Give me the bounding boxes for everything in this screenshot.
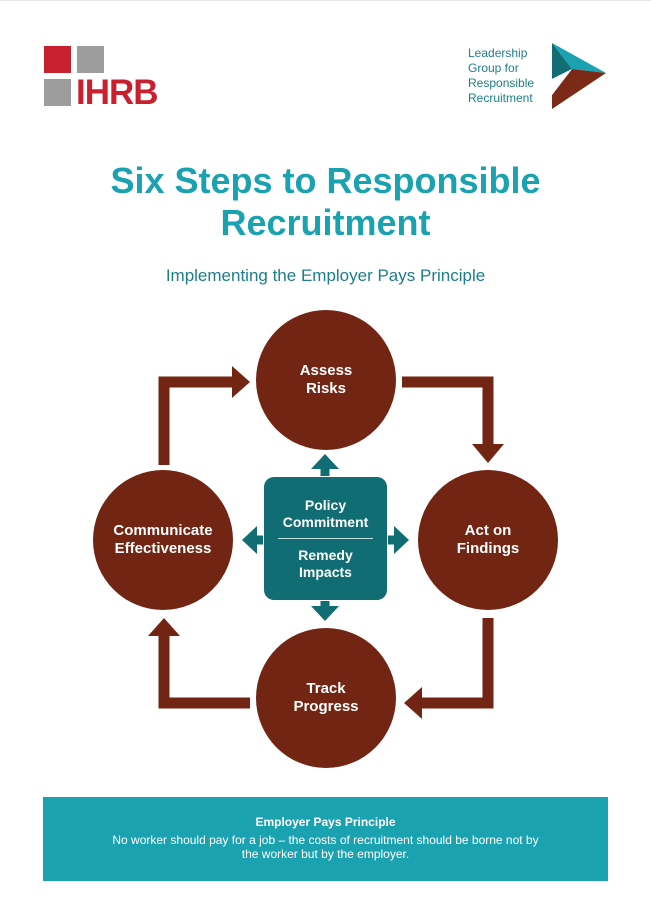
step-communicate-effectiveness: Communicate Effectiveness bbox=[93, 470, 233, 610]
step-label: Assess Risks bbox=[299, 362, 353, 397]
center-arrowhead-right-icon bbox=[394, 526, 409, 554]
banner-body: No worker should pay for a job – the cos… bbox=[112, 833, 539, 861]
step-assess-risks: Assess Risks bbox=[256, 310, 396, 450]
partner-logo-line: Leadership bbox=[468, 46, 528, 60]
logo-square-grey-lower bbox=[44, 79, 71, 106]
banner-title: Employer Pays Principle bbox=[255, 815, 396, 829]
arrowhead-right-icon bbox=[232, 366, 250, 398]
step-label: Act on Findings bbox=[456, 522, 520, 557]
ihrb-logo-text: IHRB bbox=[76, 73, 159, 112]
arrowhead-down-icon bbox=[472, 444, 504, 463]
page-subtitle: Implementing the Employer Pays Principle bbox=[165, 266, 486, 285]
partner-logo-line: Recruitment bbox=[468, 91, 533, 105]
center-policy-commitment: Policy Commitment bbox=[282, 497, 369, 530]
ihrb-logo: IHRB bbox=[44, 46, 159, 112]
partner-logo-text: Leadership Group for Responsible Recruit… bbox=[468, 46, 558, 106]
arrowhead-up-icon bbox=[148, 618, 180, 636]
arrow-assess-to-act bbox=[402, 376, 494, 448]
logo-square-red bbox=[44, 46, 71, 73]
step-label: Track Progress bbox=[293, 680, 359, 715]
arrow-act-to-track bbox=[420, 618, 494, 709]
page-title: Six Steps to Responsible Recruitment bbox=[0, 160, 651, 244]
page-title-text: Six Steps to Responsible Recruitment bbox=[110, 160, 541, 243]
center-arrowhead-left-icon bbox=[242, 526, 257, 554]
step-act-on-findings: Act on Findings bbox=[418, 470, 558, 610]
center-divider bbox=[278, 538, 373, 539]
partner-logo-line: Responsible bbox=[468, 76, 535, 90]
six-steps-diagram: Assess Risks Act on Findings Track Progr… bbox=[0, 300, 651, 780]
arrow-track-to-communicate bbox=[158, 634, 250, 709]
step-track-progress: Track Progress bbox=[256, 628, 396, 768]
center-arrowhead-up-icon bbox=[311, 454, 339, 469]
cycle-arrows bbox=[148, 366, 504, 719]
step-label: Communicate Effectiveness bbox=[113, 522, 213, 557]
top-border bbox=[0, 0, 651, 1]
arrow-communicate-to-assess bbox=[158, 376, 236, 465]
center-remedy-impacts: Remedy Impacts bbox=[298, 547, 353, 580]
center-box: Policy Commitment Remedy Impacts bbox=[264, 477, 387, 600]
partner-logo-line: Group for bbox=[468, 61, 519, 75]
center-arrowhead-down-icon bbox=[311, 606, 339, 621]
arrowhead-left-icon bbox=[404, 687, 422, 719]
logo-square-grey bbox=[77, 46, 104, 73]
partner-logo-mark-icon bbox=[552, 43, 606, 109]
employer-pays-banner: Employer Pays Principle No worker should… bbox=[43, 797, 608, 881]
